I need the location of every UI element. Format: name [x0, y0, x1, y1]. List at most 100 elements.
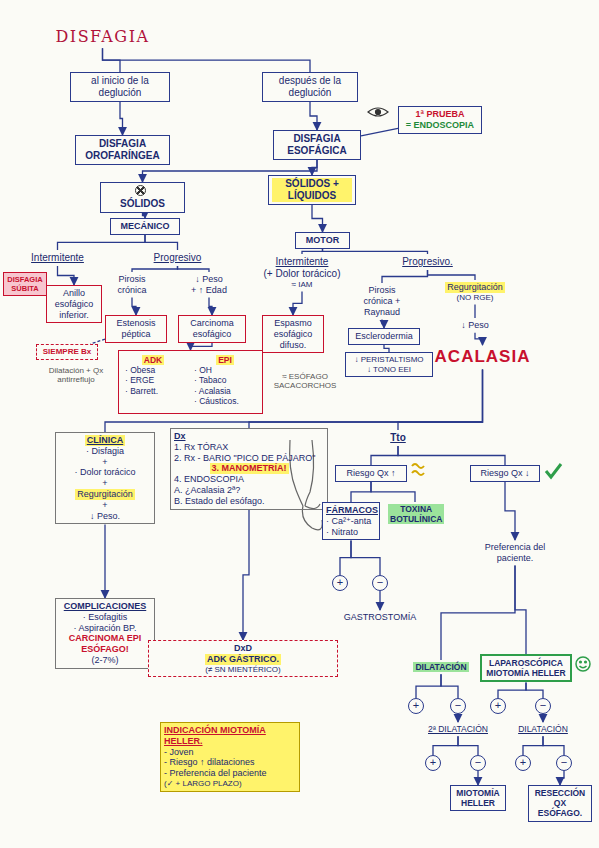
node-text: Esclerodermia — [352, 331, 416, 342]
node-text: RESECCIÓN QX ESÓFAGO. — [532, 788, 588, 819]
node-text: (NO RGE) — [441, 293, 509, 303]
connector — [498, 682, 526, 698]
connector — [323, 249, 428, 254]
text-node: DILATACIÓN — [510, 722, 576, 736]
connector — [433, 736, 458, 755]
connector — [312, 205, 323, 232]
node-text: Riesgo Qx ↓ — [474, 468, 536, 479]
connector — [379, 591, 380, 610]
node-text: · ERGE — [125, 375, 181, 385]
node-text: DISFAGIA — [55, 27, 150, 46]
process-box: TOXINA BOTULÍNICA — [385, 502, 445, 526]
process-box: DISFAGIA ESOFÁGICA — [273, 130, 361, 160]
node-text: · Disfagia — [59, 446, 151, 457]
connector — [243, 510, 249, 640]
node-text: + — [59, 457, 151, 468]
node-text: FÁRMACOS — [326, 505, 376, 516]
node-text: 2ª DILATACIÓN — [423, 724, 493, 734]
connector — [428, 270, 476, 280]
process-box: MIOTOMÍA HELLER — [450, 785, 506, 811]
node-text: ↓ Peso — [453, 320, 497, 331]
node-text: · Aspiración BP. — [59, 623, 151, 634]
node-text: · Acalasia — [194, 386, 256, 396]
eye-symbol — [368, 108, 388, 116]
branch-label: Progresivo. — [395, 254, 460, 270]
node-text: GASTROSTOMÍA — [338, 612, 422, 623]
node-text: · OH — [194, 365, 256, 375]
node-text: Pirosis crónica + Raynaud — [353, 285, 411, 317]
node-text: DxD — [152, 643, 334, 654]
node-text: − — [451, 699, 465, 712]
node-text: EPI — [216, 355, 234, 365]
node-text: − — [536, 699, 550, 712]
node-text: Regurgitación — [445, 282, 505, 293]
disease-box: Esclerodermia — [348, 328, 420, 345]
connector — [441, 674, 458, 698]
note-box: INDICACIÓN MIOTOMÍA HELLER.- Joven- Ries… — [160, 722, 300, 792]
note-box: 1ª PRUEBA= ENDOSCOPIA — [398, 106, 482, 134]
connector — [398, 446, 505, 465]
outcome-circle: + — [425, 755, 441, 771]
node-text: DILATACIÓN — [513, 724, 573, 734]
node-text: SÓLIDOS + LÍQUIDOS — [272, 178, 352, 202]
node-text: ↓ Peso. — [59, 511, 151, 522]
node-text: LAPAROSCÓPICA MIOTOMÍA HELLER — [485, 658, 567, 678]
node-text: MECÁNICO — [114, 221, 176, 232]
disease-box: Carcinoma esofágico — [178, 315, 246, 343]
node-text: ≈ IAM — [263, 280, 341, 290]
node-text: Intermitente — [23, 252, 92, 264]
connector — [340, 540, 351, 575]
outcome-circle: + — [490, 698, 506, 714]
outcome-circle: − — [535, 698, 551, 714]
connector — [371, 482, 415, 502]
node-text: DISFAGIA ESOFÁGICA — [277, 133, 357, 157]
node-text: − — [471, 756, 485, 769]
outcome-circle: + — [332, 575, 348, 591]
node-text: CLÍNICA — [85, 435, 126, 446]
node-text: · Tabaco — [194, 375, 256, 385]
node-text: Espasmo esofágico difuso. — [266, 318, 320, 350]
smiley-face — [576, 657, 590, 671]
disease-box: Estenosis péptica — [105, 315, 167, 343]
connector — [416, 674, 441, 698]
node-text: ↓ Peso — [181, 274, 237, 285]
process-box: MECÁNICO — [110, 218, 180, 235]
process-box: después de la deglución — [262, 72, 358, 102]
connector — [120, 102, 123, 135]
node-text: · Obesa — [125, 365, 181, 375]
node-text: + ↑ Edad — [181, 285, 237, 296]
node-text: + — [333, 576, 347, 589]
connector — [398, 369, 483, 430]
connector — [103, 48, 311, 72]
node-text: Progresivo. — [398, 256, 457, 268]
text-node: 2ª DILATACIÓN — [420, 722, 496, 736]
node-text: 4. ENDOSCOPIA — [174, 474, 324, 485]
callout-box: DISFAGIA SÚBITA — [3, 272, 47, 296]
node-text: al inicio de la deglución — [74, 75, 166, 99]
branch-label: Intermitente(+ Dolor torácico)≈ IAM — [260, 254, 344, 292]
node-text: 3. MANOMETRÍA! — [210, 463, 289, 474]
node-text: SIEMPRE Bx — [40, 347, 94, 357]
node-text: (+ Dolor torácico) — [263, 268, 341, 280]
node-text: MIOTOMÍA HELLER — [454, 788, 502, 808]
process-box: FÁRMACOS· Ca²⁺-anta· Nitrato — [322, 502, 380, 540]
column-box: EPI· OH· Tabaco· Acalasia· Cáusticos. — [191, 353, 259, 408]
node-text: Anillo esofágico inferior. — [50, 288, 98, 320]
node-text: · Dolor torácico — [59, 467, 151, 478]
node-text: SÓLIDOS — [104, 198, 181, 210]
connector — [458, 736, 478, 755]
node-text: (2-7%) — [59, 655, 151, 666]
connector — [441, 566, 515, 660]
process-box: RESECCIÓN QX ESÓFAGO. — [528, 785, 592, 822]
node-text: + — [59, 500, 151, 511]
connector — [302, 249, 323, 254]
node-text: ↓ TONO EEI — [349, 365, 429, 375]
node-text: B. Estado del esófago. — [174, 496, 324, 507]
bracket-box: SÓLIDOS — [100, 182, 185, 213]
note-box: SIEMPRE Bx — [36, 344, 98, 360]
node-text: + — [426, 756, 440, 769]
node-text: 1ª PRUEBA — [402, 109, 478, 120]
node-text: Carcinoma esofágico — [182, 318, 242, 340]
node-text: Regurgitación — [75, 489, 135, 500]
